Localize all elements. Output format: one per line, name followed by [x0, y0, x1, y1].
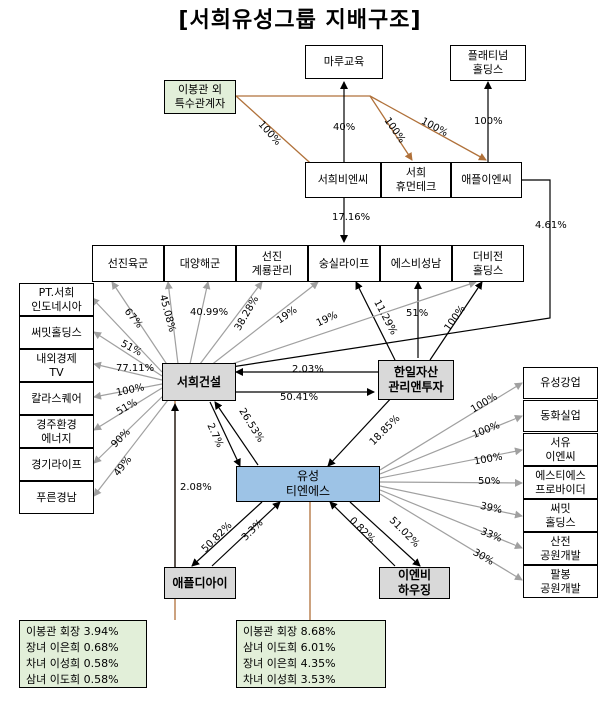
arrow-ys-sss	[379, 478, 523, 487]
arrow-ys-seoyu	[379, 447, 523, 479]
arrow-hanil-thebijeon	[429, 281, 483, 361]
label-ys-sts: 50%	[478, 476, 501, 487]
label-seohui-hanil: 50.41%	[280, 392, 319, 403]
box-seoyu: 서유 이엔씨	[523, 433, 598, 466]
box-seonjin-yuk: 선진육군	[92, 245, 164, 282]
box-yuseong-gangeop: 유성강업	[523, 367, 598, 399]
label-seohuibnc-maru: 40%	[333, 122, 356, 133]
box-pt: PT.서희 인도네시아	[19, 283, 94, 316]
arrow-sh-sbsn	[209, 281, 319, 367]
box-ssmit: 써밋홀딩스	[19, 316, 94, 349]
arrow-sh-pureun	[93, 399, 169, 497]
arrow-hanil-sungsil	[355, 281, 396, 361]
arrow-sh-sungsil	[199, 281, 263, 365]
arrow-yuseong-ieb	[349, 501, 421, 567]
note-left-line: 이봉관 회장 3.94%	[26, 625, 119, 638]
box-palbong: 팔봉 공원개발	[523, 565, 598, 598]
note-left-line: 삼녀 이도희 0.58%	[26, 673, 119, 686]
box-humentech: 서희 휴먼테크	[381, 162, 451, 198]
note-right-line: 삼녀 이도희 6.01%	[243, 641, 336, 654]
box-yuseong: 유성 티엔에스	[236, 466, 380, 502]
arrow-ys-sanjeon	[379, 489, 523, 550]
arrow-sh-pt	[91, 297, 163, 373]
box-sts: 에스티에스 프로바이더	[523, 466, 598, 499]
box-apple-nc: 애플이엔씨	[451, 162, 522, 198]
box-gyeonggi: 경기라이프	[19, 448, 94, 481]
box-kalas: 칼라스퀘어	[19, 382, 94, 415]
note-left-line: 장녀 이은희 0.68%	[26, 641, 119, 654]
arrow-seohui-yuseong	[209, 401, 241, 467]
label-apple-seohui: 4.61%	[535, 220, 567, 231]
arrow-ys-ssmit2	[379, 485, 523, 519]
note-left-line: 차녀 이성희 0.58%	[26, 657, 119, 670]
arrow-owner-apple	[369, 95, 487, 161]
box-gyeongju: 경주환경 에너지	[19, 415, 94, 448]
note-right-line: 장녀 이은희 4.35%	[243, 657, 336, 670]
arrow-sh-naeoe	[93, 361, 163, 381]
arrow-sh-daeyang	[164, 281, 179, 365]
arrow-ys-palbong	[379, 493, 523, 581]
arrow-sh-thebijeon	[219, 280, 477, 369]
arrow-appledi-yuseong	[211, 501, 281, 567]
box-hanil: 한일자산 관리앤투자	[378, 360, 454, 400]
arrow-apple-seohui	[224, 179, 551, 371]
arrow-yuseong-seohui	[214, 401, 259, 466]
box-sungsil: 숭실라이프	[308, 245, 380, 282]
note-right-shareholders: 이봉관 회장 8.68% 삼녀 이도희 6.01% 장녀 이은희 4.35% 차…	[236, 620, 386, 688]
label-seohuibnc-sungsil: 17.16%	[332, 212, 371, 223]
box-owner: 이봉관 외 특수관계자	[164, 80, 236, 114]
arrow-owner-seohuibnc	[235, 95, 319, 171]
box-ieb: 이엔비 하우징	[379, 567, 450, 599]
label-hanil-seohui: 2.03%	[292, 364, 324, 375]
box-seonjin-gyeryong: 선진 계룡관리	[236, 245, 308, 282]
note-right-line: 차녀 이성희 3.53%	[243, 673, 336, 686]
box-apple-di: 애플디아이	[164, 567, 236, 599]
arrow-sh-gyeongju	[93, 387, 163, 431]
box-sbsn: 에스비성남	[380, 245, 452, 282]
label-apple-platinum: 100%	[474, 116, 503, 127]
box-daeyang: 대양해군	[164, 245, 236, 282]
note-right-line: 이봉관 회장 8.68%	[243, 625, 336, 638]
label-sh-naeoe: 77.11%	[116, 363, 155, 374]
label-hanil-sbsn: 51%	[406, 308, 429, 319]
box-platinum: 플래티넘 홀딩스	[450, 45, 526, 81]
box-maru: 마루교육	[305, 45, 383, 79]
arrow-sh-kalas	[93, 383, 163, 400]
diagram-title: [서희유성그룹 지배구조]	[178, 8, 422, 33]
arrow-yuseong-appledi	[191, 501, 263, 567]
label-appledi-seohui: 2.08%	[180, 482, 212, 493]
box-sanjeon: 산전 공원개발	[523, 532, 598, 565]
arrow-ieb-yuseong	[329, 501, 396, 567]
arrow-sh-ssmit	[93, 331, 163, 377]
box-seohuibnc: 서희비엔씨	[305, 162, 381, 198]
note-left-shareholders: 이봉관 회장 3.94% 장녀 이은희 0.68% 차녀 이성희 0.58% 삼…	[19, 620, 147, 688]
box-donghwa: 동화실업	[523, 400, 598, 432]
arrow-sh-seonjinyuk	[111, 281, 169, 367]
box-pureun: 푸른경남	[19, 481, 94, 514]
box-naeoe: 내외경제 TV	[19, 349, 94, 382]
label-sh-gyeryong: 40.99%	[190, 307, 229, 318]
arrow-sh-gyeonggi	[93, 393, 166, 464]
box-thebijeon: 더비전 홀딩스	[452, 245, 524, 282]
arrow-sh-gyeryong	[189, 281, 211, 365]
box-ssmit2: 써밋 홀딩스	[523, 499, 598, 532]
box-seohui: 서희건설	[162, 363, 236, 401]
arrow-ys-donghwa	[379, 414, 523, 475]
arrow-ys-gangeop	[379, 382, 523, 471]
